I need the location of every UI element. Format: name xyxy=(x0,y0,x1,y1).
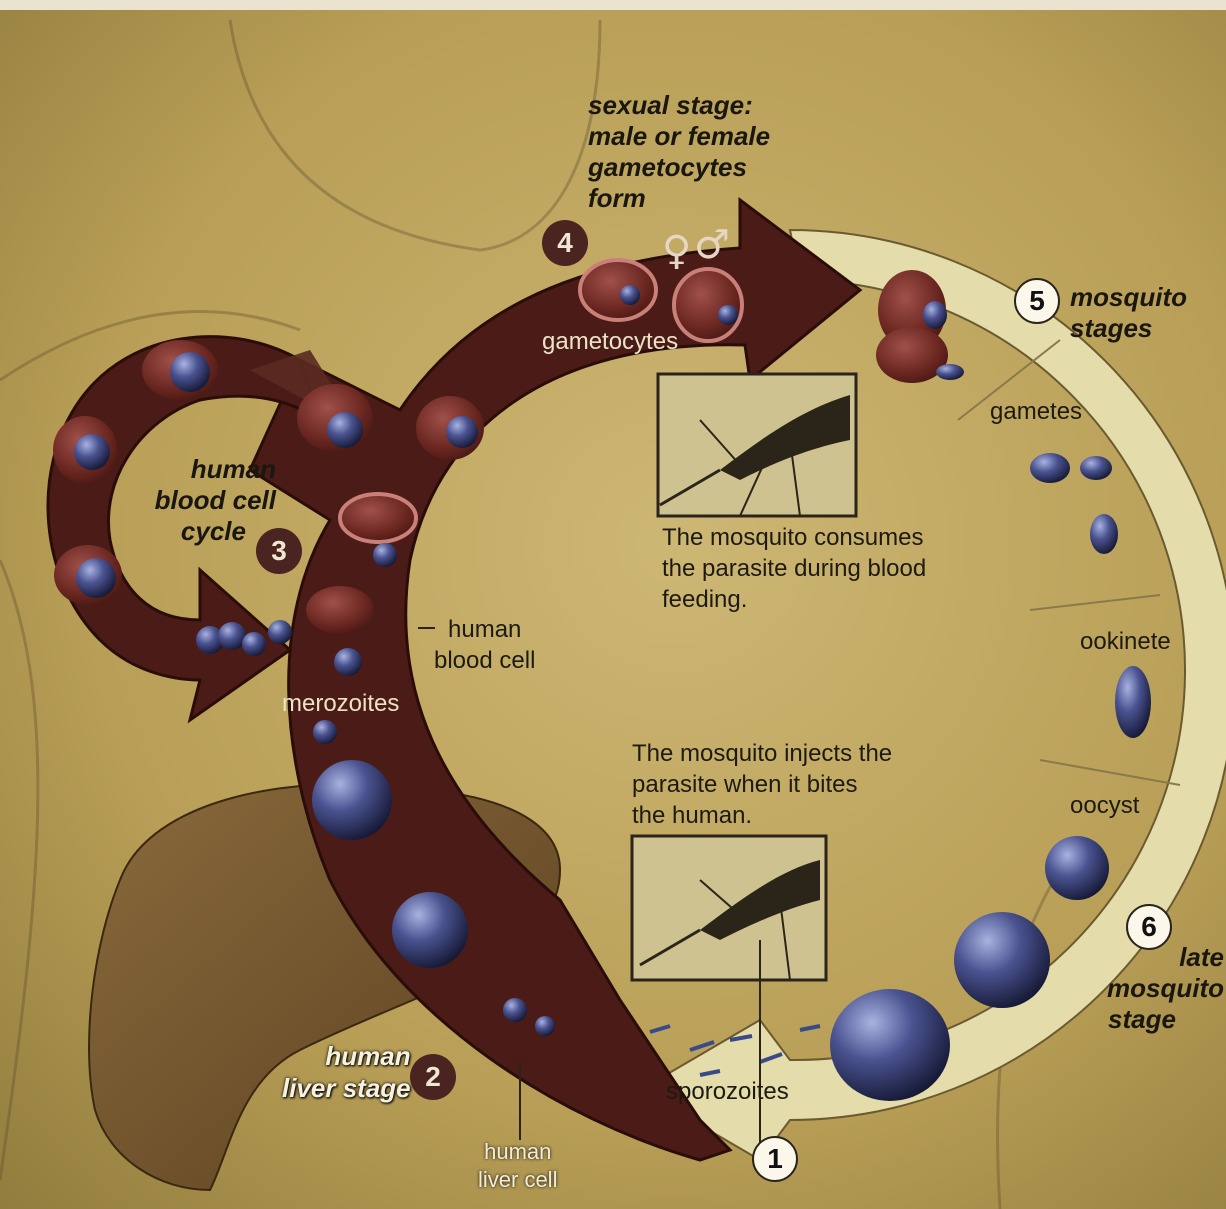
injects-line-2: parasite when it bites xyxy=(632,769,892,800)
consumes-line-3: feeding. xyxy=(662,584,926,615)
female-symbol-icon: ♀ xyxy=(662,228,691,274)
late-stage-line-1: late xyxy=(1094,942,1224,973)
liver-stage-line-1: human xyxy=(282,1040,411,1072)
mosquito-inset-biting xyxy=(632,836,826,980)
step-5-badge: 5 xyxy=(1014,278,1060,324)
human-blood-cell-label: human blood cell xyxy=(434,614,535,676)
sexual-stage-line-3: gametocytes xyxy=(588,152,770,183)
sporozoites-label: sporozoites xyxy=(666,1076,789,1107)
gametocytes-label: gametocytes xyxy=(542,326,678,357)
blood-cycle-line-1: human xyxy=(130,454,276,485)
late-mosquito-stage-label: late mosquito stage xyxy=(1094,942,1224,1035)
mosquito-stages-label: mosquito stages xyxy=(1070,282,1187,344)
male-symbol-icon: ♂ xyxy=(694,222,730,268)
human-liver-cell-label: human liver cell xyxy=(478,1138,557,1194)
injects-line-1: The mosquito injects the xyxy=(632,738,892,769)
step-2-badge: 2 xyxy=(410,1054,456,1100)
blood-cycle-line-3: cycle xyxy=(130,516,276,547)
gametes-label: gametes xyxy=(990,396,1082,427)
ookinete-label: ookinete xyxy=(1080,626,1171,657)
step-4-badge: 4 xyxy=(542,220,588,266)
liver-cell-line-2: liver cell xyxy=(478,1166,557,1194)
blood-cell-line-2: blood cell xyxy=(434,645,535,676)
mosquito-stages-line-1: mosquito xyxy=(1070,282,1187,313)
blood-cell-line-1: human xyxy=(434,614,535,645)
human-liver-stage-label: human liver stage xyxy=(282,1040,411,1104)
merozoites-label: merozoites xyxy=(282,688,399,719)
sexual-stage-line-4: form xyxy=(588,183,770,214)
mosquito-consumes-caption: The mosquito consumes the parasite durin… xyxy=(662,522,926,615)
late-stage-line-3: stage xyxy=(1094,1004,1224,1035)
late-stage-line-2: mosquito xyxy=(1094,973,1224,1004)
sexual-stage-line-1: sexual stage: xyxy=(588,90,770,121)
human-blood-cell-cycle-label: human blood cell cycle xyxy=(130,454,276,547)
oocyst-label: oocyst xyxy=(1070,790,1139,821)
mosquito-inset-feeding xyxy=(658,374,856,516)
step-1-badge: 1 xyxy=(752,1136,798,1182)
injects-line-3: the human. xyxy=(632,800,892,831)
consumes-line-1: The mosquito consumes xyxy=(662,522,926,553)
consumes-line-2: the parasite during blood xyxy=(662,553,926,584)
mosquito-injects-caption: The mosquito injects the parasite when i… xyxy=(632,738,892,831)
sexual-stage-line-2: male or female xyxy=(588,121,770,152)
liver-stage-line-2: liver stage xyxy=(282,1072,411,1104)
blood-cycle-line-2: blood cell xyxy=(130,485,276,516)
sexual-stage-label: sexual stage: male or female gametocytes… xyxy=(588,90,770,214)
mosquito-stages-line-2: stages xyxy=(1070,313,1187,344)
liver-cell-line-1: human xyxy=(478,1138,557,1166)
